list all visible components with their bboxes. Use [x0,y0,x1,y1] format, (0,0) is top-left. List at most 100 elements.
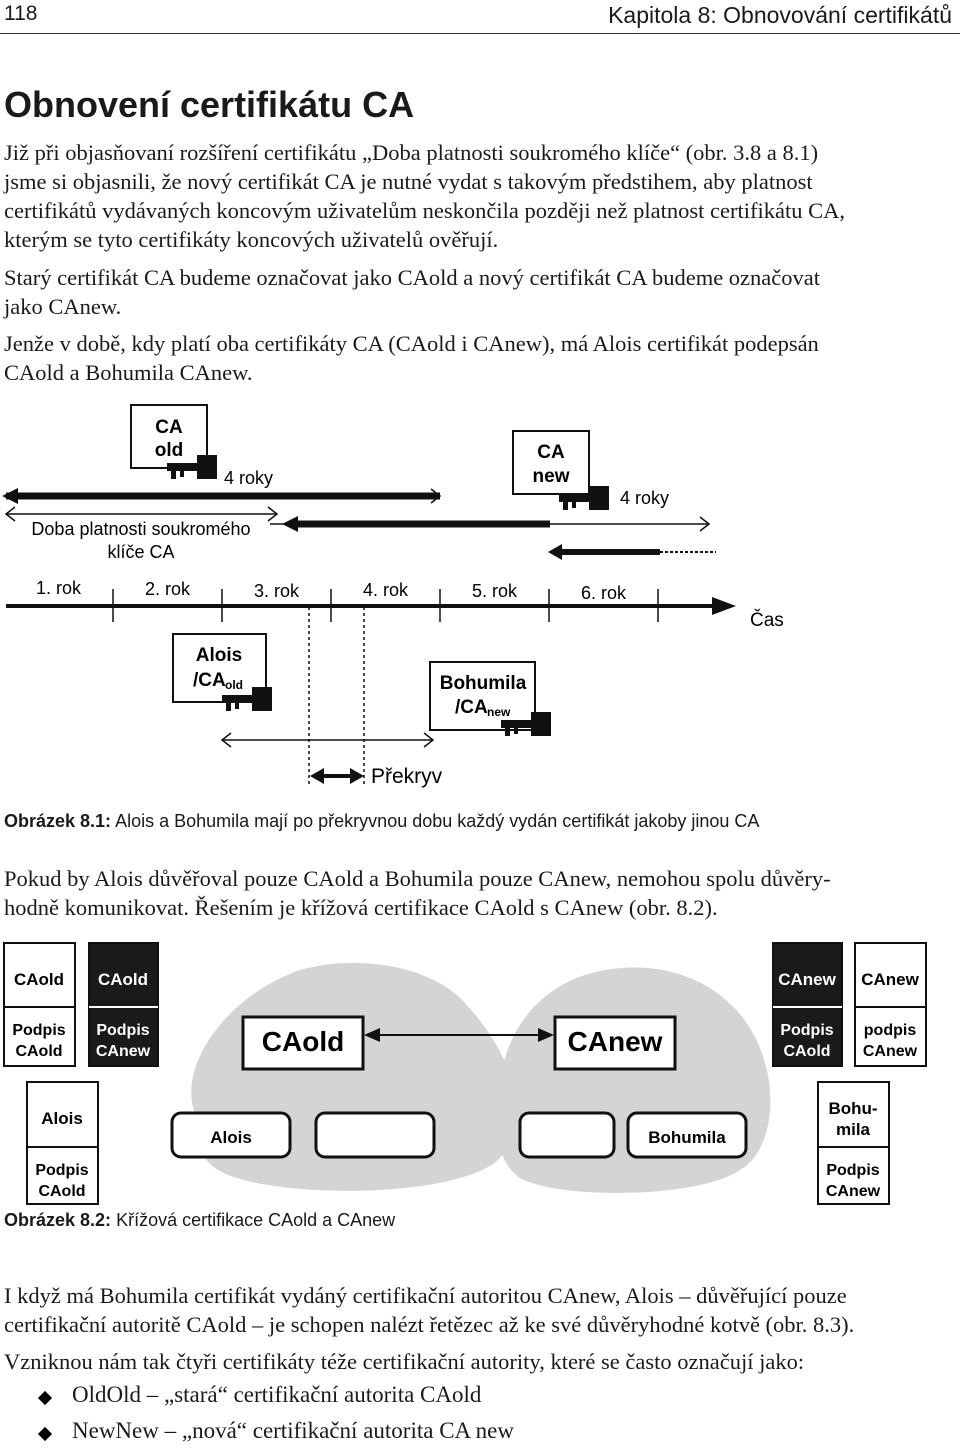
arrow-head-icon [4,506,16,522]
certificate-alois [26,1081,99,1205]
certificate-caold-signed-by-canew [88,942,159,1067]
arrow-head-icon [267,506,279,522]
certificate-subject: CAnew [861,970,919,989]
text-line: certifikátů vydávaných koncovým uživatel… [4,198,845,223]
year-label: 1. rok [36,578,82,598]
page-number: 118 [4,2,38,25]
paragraph-four-certs: Vzniknou nám tak čtyři certifikáty téže … [4,1347,956,1376]
text-line: CAold a Bohumila CAnew. [4,360,253,385]
arrow-head-icon [310,768,324,784]
ca-old-label-1: CA [155,417,183,438]
certificate-signature-label: podpis [864,1022,917,1039]
certificate-signature-label: Podpis [12,1022,65,1039]
arrow-head-icon [548,544,562,560]
running-header: Kapitola 8: Obnovování certifikátů [608,2,952,28]
certificate-signature-issuer: CAold [38,1183,85,1200]
caption-label: Obrázek 8.2: [4,1210,112,1230]
time-label: Čas [750,609,784,631]
years-new-label: 4 roky [620,488,669,508]
paragraph-chain: I když má Bohumila certifikát vydáný cer… [4,1281,956,1339]
node-bohumila [626,1111,748,1159]
text-line: Vzniknou nám tak čtyři certifikáty téže … [4,1349,805,1374]
certificate-canew-self-signed [854,942,927,1067]
paragraph-ca-naming: Starý certifikát CA budeme označovat jak… [4,263,956,321]
text-line: kterým se tyto certifikáty koncových uži… [4,227,499,252]
text-line: jako CAnew. [4,294,122,319]
node-user-empty [314,1111,436,1159]
certificate-signature-issuer: CAold [15,1043,62,1060]
bullet-list: OldOld – „stará“ certifikační autorita C… [0,1382,960,1454]
text-line: I když má Bohumila certifikát vydáný cer… [4,1283,847,1308]
node-canew-label: CAnew [568,1026,663,1057]
year-label: 5. rok [472,581,518,601]
overlap-label: Překryv [371,765,443,788]
list-item-text: NewNew – „nová“ certifikační autorita CA… [72,1418,514,1443]
caption-label: Obrázek 8.1: [4,811,112,831]
certificate-signature-label: Podpis [780,1022,833,1039]
node-canew [553,1015,677,1071]
caption-text: Alois a Bohumila mají po překryvnou dobu… [111,811,760,831]
list-item: NewNew – „nová“ certifikační autorita CA… [0,1418,960,1454]
arrow-head-icon [350,768,364,784]
diamond-bullet-icon [37,1390,53,1406]
text-line: jsme si objasnili, že nový certifikát CA… [4,169,813,194]
node-user-empty [518,1111,616,1159]
text-line: Starý certifikát CA budeme označovat jak… [4,265,820,290]
paragraph-intro: Již při objasňovaní rozšíření certifikát… [4,138,956,254]
arrow-head-icon [2,488,18,504]
arrow-head-icon [220,732,232,748]
year-label: 3. rok [254,581,300,601]
bohumila-ca-subscript: new [487,705,511,719]
alois-name: Alois [196,645,242,666]
year-label: 4. rok [363,580,409,600]
text-line: hodně komunikovat. Řešením je křížová ce… [4,895,718,920]
time-axis-ticks [112,589,659,622]
paragraph-cross-certification: Pokud by Alois důvěřoval pouze CAold a B… [4,864,956,922]
ca-new-label-2: new [533,466,570,487]
arrow-head-icon [282,516,298,532]
certificate-subject: CAold [14,970,64,989]
alois-certificate-box [172,633,267,703]
caption-text: Křížová certifikace CAold a CAnew [111,1210,396,1230]
text-line: certifikační autoritě CAold – je schopen… [4,1312,855,1337]
certificate-subject: mila [836,1120,871,1139]
text-line: Jenže v době, kdy platí oba certifikáty … [4,331,819,356]
certificate-caold-self-signed [3,942,76,1067]
certificate-subject: CAold [98,970,148,989]
certificate-signature-issuer: CAnew [826,1183,881,1200]
text-line: Pokud by Alois důvěřoval pouze CAold a B… [4,866,831,891]
arrow-head-icon [430,488,442,504]
node-caold [241,1015,365,1071]
arrow-head-icon [364,1028,380,1042]
certificate-subject: Alois [41,1109,83,1128]
list-item-text: OldOld – „stará“ certifikační autorita C… [72,1382,482,1407]
years-old-label: 4 roky [224,468,273,488]
node-bohumila-label: Bohumila [648,1128,726,1147]
figure-8-2-caption: Obrázek 8.2: Křížová certifikace CAold a… [4,1210,395,1231]
diamond-bullet-icon [37,1426,53,1442]
certificate-signature-label: Podpis [96,1022,149,1039]
bohumila-name: Bohumila [440,673,527,694]
certificate-signature-issuer: CAnew [96,1043,151,1060]
arrow-head-icon [538,1028,554,1042]
node-caold-label: CAold [262,1026,344,1057]
arrow-head-icon [699,516,711,532]
figure-8-2-cross-certification: CAold Podpis CAold CAold Podpis CAnew Al… [3,942,927,1205]
node-alois-label: Alois [210,1128,252,1147]
certificate-signature-issuer: CAnew [863,1043,918,1060]
certificate-subject: Bohu- [828,1099,877,1118]
year-label: 6. rok [581,583,627,603]
figure-8-1-timeline: CA old 4 roky Doba platnosti soukromého … [2,404,784,788]
node-alois [170,1111,292,1159]
certificate-bohumila [817,1081,890,1205]
section-title: Obnovení certifikátu CA [4,84,415,125]
figure-8-1-caption: Obrázek 8.1: Alois a Bohumila mají po př… [4,811,759,832]
ca-old-label-2: old [155,440,184,461]
text-line: Již při objasňovaní rozšíření certifikát… [4,140,819,165]
bohumila-ca-label: /CA [455,697,488,718]
private-key-validity-label-1: Doba platnosti soukromého [31,519,250,539]
list-item: OldOld – „stará“ certifikační autorita C… [0,1382,960,1418]
ca-new-label-1: CA [537,442,565,463]
certificate-signature-label: Podpis [35,1162,88,1179]
ca-new-certificate-box [512,430,590,495]
